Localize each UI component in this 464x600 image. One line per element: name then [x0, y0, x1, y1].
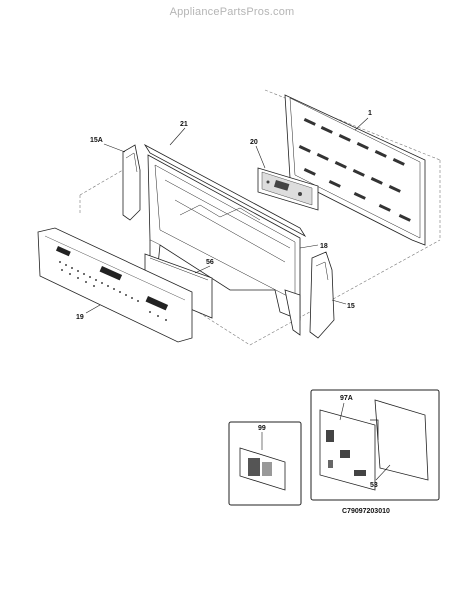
part-20-control-board: [257, 167, 319, 211]
part-19-control-panel-overlay: [37, 227, 193, 343]
part-99-inset: [228, 421, 302, 506]
part-97A-board: [319, 409, 376, 491]
callout-15A: 15A: [90, 137, 103, 144]
part-1-rear-panel: [284, 94, 426, 246]
leader-lines: [85, 117, 391, 481]
callout-99: 99: [258, 425, 266, 432]
part-53-cover: [370, 399, 429, 481]
callout-20: 20: [250, 139, 258, 146]
callout-56: 56: [206, 259, 214, 266]
callout-19: 19: [76, 314, 84, 321]
part-15-right-end-cap: [309, 251, 335, 339]
callout-53: 53: [370, 482, 378, 489]
part-18-control-frame: [147, 154, 301, 336]
part-99-transformer: [239, 447, 286, 491]
diagram-code: C79097203010: [342, 508, 390, 515]
part-97A-53-inset: [310, 389, 440, 501]
part-15A-left-end-cap: [122, 144, 141, 221]
callout-21: 21: [180, 121, 188, 128]
callout-15: 15: [347, 303, 355, 310]
callout-1: 1: [368, 110, 372, 117]
callout-97A: 97A: [340, 395, 353, 402]
watermark: AppliancePartsPros.com: [169, 6, 295, 18]
part-21-top-rail: [143, 143, 307, 238]
callout-18: 18: [320, 243, 328, 250]
